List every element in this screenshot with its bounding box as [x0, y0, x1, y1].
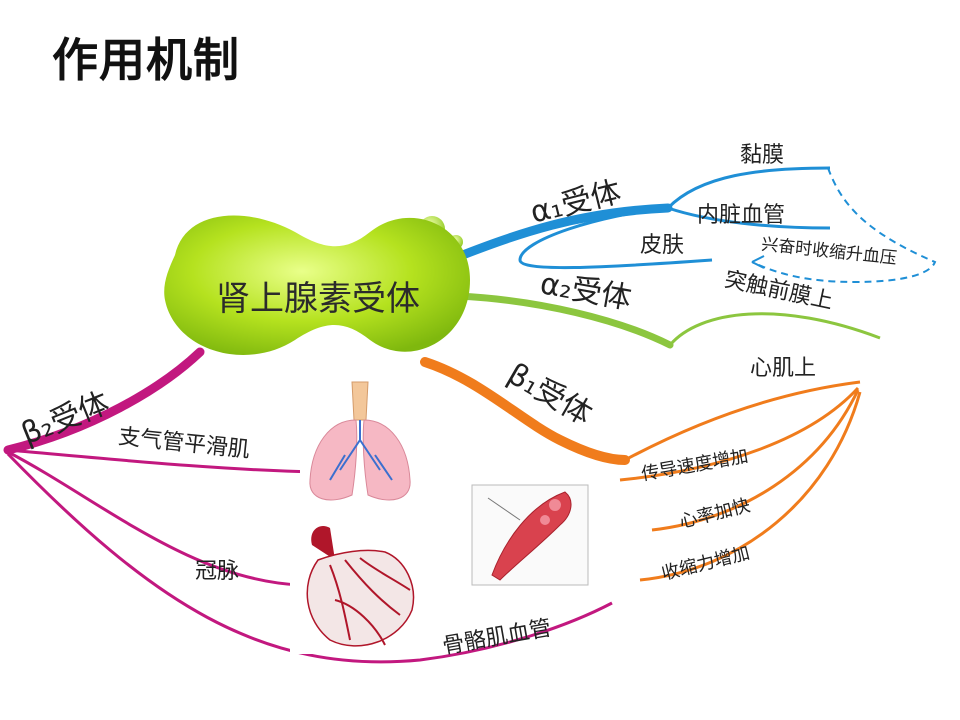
alpha1-line-mucosa: [666, 166, 831, 210]
alpha2-line-presynaptic: [668, 312, 881, 346]
beta2-target-skeletal: 骨骼肌血管: [441, 616, 554, 660]
muscle-illustration: [471, 484, 589, 586]
beta1-branch: [420, 357, 862, 582]
alpha1-branch: [440, 166, 937, 284]
beta2-target-coronary: 冠脉: [195, 559, 239, 584]
page-title: 作用机制: [52, 33, 240, 87]
alpha1-line-visceral: [667, 206, 831, 230]
beta2-branch: [3, 347, 613, 664]
beta2-target-bronchial: 支气管平滑肌: [117, 424, 251, 463]
beta1-target-heartrate: 心率加快: [677, 495, 752, 533]
lungs-illustration: [300, 375, 420, 515]
alpha1-note: 兴奋时收缩升血压: [760, 235, 897, 269]
beta2-line-skeletal: [6, 452, 613, 664]
beta1-line-myocardium: [624, 380, 861, 462]
beta1-main-line: [420, 357, 630, 465]
alpha1-target-skin: 皮肤: [640, 233, 684, 258]
alpha1-target-mucosa: 黏膜: [740, 143, 784, 168]
beta2-main-line: [3, 347, 205, 455]
beta2-line-bronchial: [7, 448, 319, 474]
center-blob: [164, 215, 470, 355]
alpha1-line-skin: [518, 206, 713, 270]
alpha1-dashed-bracket: [751, 167, 937, 284]
alpha2-main-line: [454, 292, 674, 349]
alpha2-branch: [454, 292, 881, 349]
beta2-label: β₂受体: [17, 385, 115, 452]
alpha2-target-presynaptic: 突触前膜上: [722, 267, 835, 314]
beta1-label: β₁受体: [501, 357, 597, 433]
alpha1-target-visceral: 内脏血管: [697, 203, 785, 228]
heart-illustration: [290, 522, 420, 654]
beta1-target-contractility: 收缩力增加: [660, 543, 752, 585]
alpha1-dashed-arrow-icon: [751, 255, 765, 269]
center-label: 肾上腺素受体: [216, 279, 420, 319]
beta1-target-myocardium: 心肌上: [750, 356, 816, 381]
beta1-target-conduction: 传导速度增加: [640, 446, 750, 485]
beta1-line-conduction: [619, 386, 860, 482]
beta1-line-contractility: [639, 391, 862, 582]
beta2-line-coronary: [7, 450, 301, 587]
beta1-line-heartrate: [651, 389, 860, 532]
alpha1-main-line: [440, 203, 673, 267]
